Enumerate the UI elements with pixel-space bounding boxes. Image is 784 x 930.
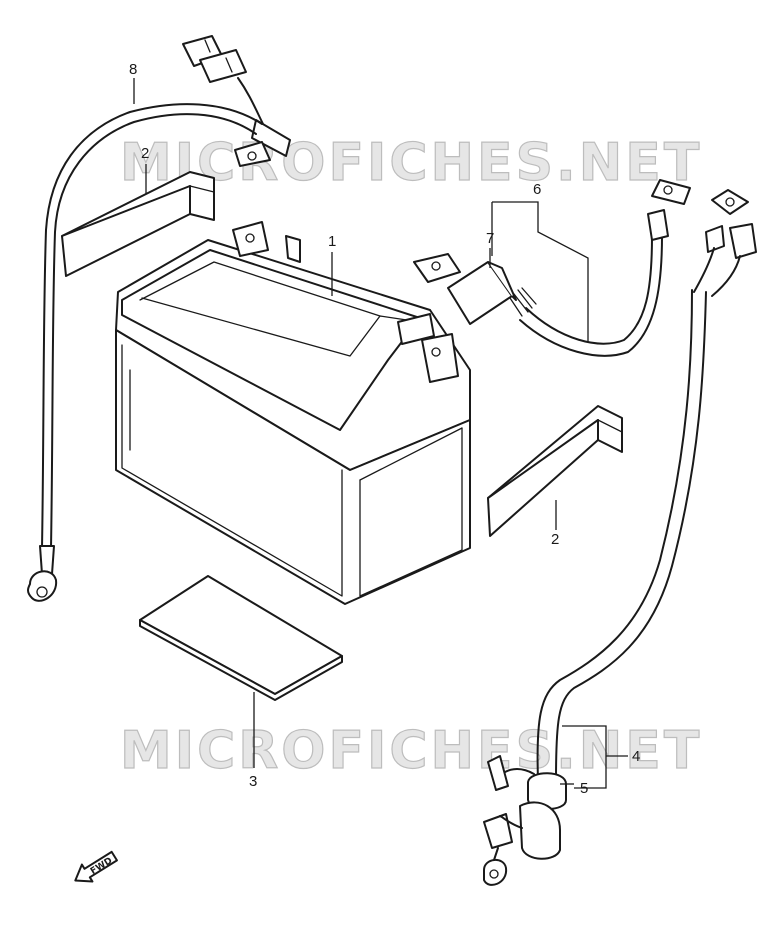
battery-part	[115, 221, 471, 605]
spacer-left-part	[61, 171, 215, 277]
callout-battery: 1	[328, 233, 336, 250]
callout-negative-cable: 4	[632, 748, 640, 765]
callout-spacer-left: 2	[141, 145, 149, 162]
callout-labels: 1 2 2 3 4 5 6 7 8	[129, 61, 640, 797]
callout-terminal-cover: 7	[486, 230, 494, 247]
positive-cable-part	[413, 179, 691, 357]
fwd-arrow-icon: FWD	[74, 850, 118, 883]
battery-sheet-part	[139, 575, 343, 701]
watermark-top: MICROFICHES.NET	[120, 133, 702, 193]
leaders	[133, 78, 628, 789]
spacer-right-part	[487, 405, 623, 537]
callout-cable-cap: 5	[580, 780, 588, 797]
breather-cable-part	[27, 35, 291, 602]
callout-spacer-right: 2	[551, 531, 559, 548]
callout-battery-sheet: 3	[249, 773, 257, 790]
callout-breather-cable: 8	[129, 61, 137, 78]
watermark-bottom: MICROFICHES.NET	[120, 721, 702, 781]
callout-positive-cable: 6	[533, 181, 541, 198]
negative-cable-part	[483, 189, 757, 886]
